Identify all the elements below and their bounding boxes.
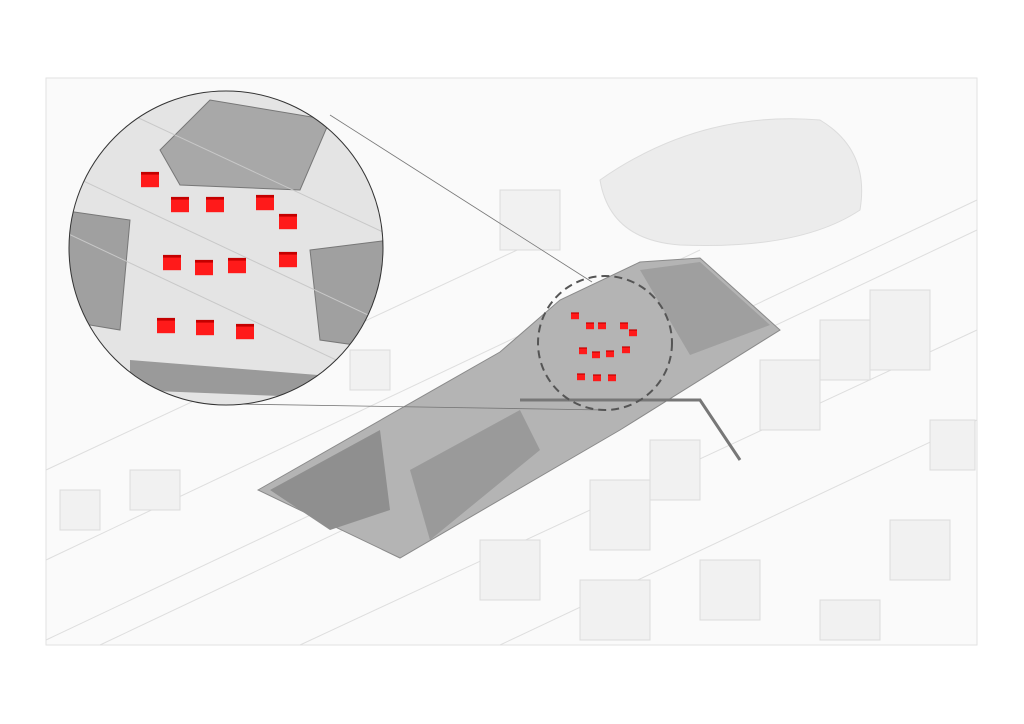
highlight-block <box>586 323 594 330</box>
context-building <box>579 579 651 641</box>
context-building <box>889 519 951 581</box>
highlight-block <box>256 197 274 211</box>
highlight-block <box>171 199 189 213</box>
context-building <box>59 489 101 531</box>
context-building <box>479 539 541 601</box>
highlight-block <box>279 254 297 268</box>
highlight-block <box>157 320 175 334</box>
highlight-block-top <box>577 373 585 375</box>
highlight-block-top <box>593 374 601 376</box>
highlight-block-top <box>195 259 213 264</box>
park-site <box>256 257 781 559</box>
highlight-block <box>592 352 600 359</box>
highlight-block <box>228 260 246 274</box>
highlight-block-top <box>622 346 630 348</box>
highlight-block-top <box>608 374 616 376</box>
context-building <box>499 189 561 251</box>
highlight-block-top <box>606 350 614 352</box>
highlight-block-top <box>592 351 600 353</box>
highlight-block-top <box>206 196 224 201</box>
magnified-inset <box>68 90 384 406</box>
highlight-block <box>579 348 587 355</box>
highlight-block <box>141 174 159 188</box>
highlight-block <box>608 375 616 382</box>
highlight-block <box>622 347 630 354</box>
context-building <box>699 559 761 621</box>
highlight-block <box>606 351 614 358</box>
highlight-block-top <box>228 257 246 262</box>
context-building <box>649 439 701 501</box>
highlight-block <box>163 257 181 271</box>
highlight-block <box>195 262 213 276</box>
highlight-block <box>571 313 579 320</box>
context-building <box>929 419 976 471</box>
context-building <box>869 289 931 371</box>
context-building <box>819 599 881 641</box>
highlight-block <box>620 323 628 330</box>
highlight-block <box>196 322 214 336</box>
highlight-block-top <box>279 213 297 218</box>
highlight-block <box>236 326 254 340</box>
zoom-connector-lines <box>234 114 606 411</box>
highlight-block-top <box>620 322 628 324</box>
context-building <box>129 469 181 511</box>
highlight-block-top <box>256 194 274 199</box>
highlight-block-top <box>157 317 175 322</box>
highlight-block-top <box>579 347 587 349</box>
highlight-block <box>577 374 585 381</box>
context-building <box>349 349 391 391</box>
lake <box>599 118 863 247</box>
highlight-block <box>279 216 297 230</box>
highlight-block-top <box>598 322 606 324</box>
context-buildings <box>59 189 976 641</box>
context-building <box>589 479 651 551</box>
highlight-block <box>593 375 601 382</box>
highlight-block <box>598 323 606 330</box>
highlight-block <box>206 199 224 213</box>
focus-area-dashed-circle <box>537 275 673 411</box>
context-building <box>759 359 821 431</box>
highlight-block-top <box>279 251 297 256</box>
highlight-block-top <box>163 254 181 259</box>
highlight-block-top <box>586 322 594 324</box>
highlight-block-top <box>571 312 579 314</box>
highlight-block <box>629 330 637 337</box>
highlight-block-top <box>196 319 214 324</box>
small-highlight-blocks <box>571 312 637 382</box>
context-building <box>819 319 871 381</box>
highlight-block-top <box>236 323 254 328</box>
highlight-block-top <box>141 171 159 176</box>
highlight-block-top <box>629 329 637 331</box>
highlight-block-top <box>171 196 189 201</box>
